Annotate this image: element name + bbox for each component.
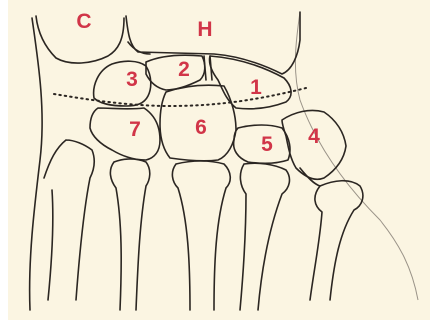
left-margin: [0, 0, 8, 320]
label-2: 2: [178, 58, 190, 81]
label-5: 5: [261, 133, 273, 156]
label-6: 6: [195, 116, 207, 139]
label-1: 1: [250, 76, 262, 99]
label-7: 7: [129, 118, 141, 141]
label-4: 4: [308, 125, 320, 148]
label-c: C: [76, 10, 91, 33]
label-3: 3: [126, 68, 138, 91]
label-h: H: [197, 18, 212, 41]
